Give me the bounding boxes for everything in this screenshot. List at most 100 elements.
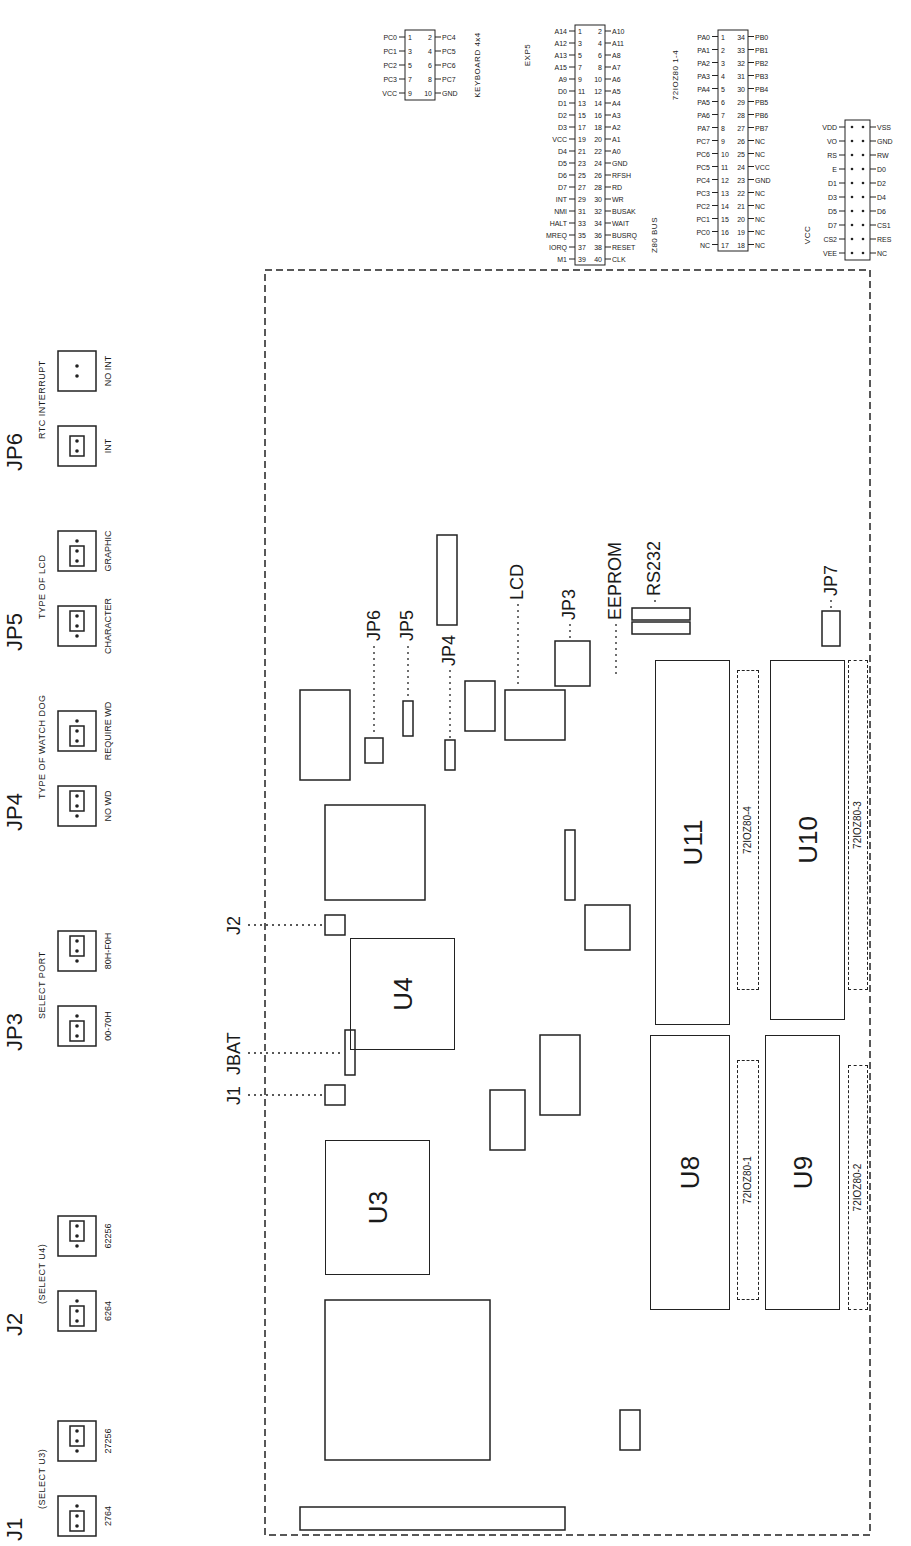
signal-name: PC3 [696, 189, 710, 196]
pin-dot [851, 196, 854, 199]
header-title: Z80 BUS [651, 217, 659, 253]
signal-name: VSS [877, 124, 891, 131]
leader-line [248, 1052, 342, 1053]
signal-name: PB6 [755, 111, 768, 118]
signal-name: A6 [612, 76, 621, 83]
chip-box: U4 [350, 938, 455, 1050]
signal-name: D6 [558, 172, 567, 179]
signal-name: RW [877, 152, 889, 159]
signal-name: A12 [555, 40, 567, 47]
jumper-shunt [70, 546, 84, 566]
signal-name: D2 [877, 180, 886, 187]
chip-outline [620, 1410, 640, 1450]
pin-dot [851, 238, 854, 241]
pin-wire [605, 103, 611, 104]
signal-name: RESET [612, 244, 635, 251]
pin-number: 2 [428, 34, 432, 41]
chip-label: U9 [790, 1156, 816, 1189]
signal-name: VCC [552, 136, 567, 143]
pin-wire [748, 36, 754, 37]
signal-name: PC7 [442, 76, 456, 83]
pin-number: 7 [578, 64, 582, 71]
pin-dot [851, 126, 854, 129]
pin-number: 28 [594, 184, 602, 191]
pin-number: 4 [721, 72, 725, 79]
pin-dot [862, 126, 865, 129]
pin-wire [399, 65, 405, 66]
pin-number: 34 [594, 220, 602, 227]
pin-number: 28 [737, 111, 745, 118]
signal-name: A7 [612, 64, 621, 71]
pin-number: 15 [578, 112, 586, 119]
jumper-outline [58, 786, 96, 826]
jumper-caption: (SELECT U4) [38, 1244, 47, 1304]
jumper-outline [58, 1216, 96, 1256]
pinout-group [399, 25, 876, 265]
pin-wire [435, 79, 441, 80]
pin-number: 32 [594, 208, 602, 215]
leader-line [830, 600, 831, 609]
pin-wire [605, 43, 611, 44]
pin-number: 21 [578, 148, 586, 155]
jumper-pin [75, 1429, 79, 1433]
signal-name: PC6 [696, 150, 710, 157]
jumper-caption: TYPE OF LCD [38, 554, 47, 619]
pin-wire [870, 253, 876, 254]
jumper-pin [75, 1514, 79, 1518]
jumper-shunt [70, 436, 84, 456]
signal-name: PA0 [697, 33, 710, 40]
pin-wire [569, 91, 575, 92]
pin-number: 6 [721, 98, 725, 105]
jumper-outline [58, 351, 96, 391]
pin-number: 9 [578, 76, 582, 83]
signal-name: CLK [612, 256, 626, 263]
pin-dot [851, 224, 854, 227]
header-outline [845, 120, 870, 260]
signal-name: D5 [558, 160, 567, 167]
jumper-pin [75, 804, 79, 808]
jumper-outline [555, 641, 590, 686]
jumper-pin [75, 614, 79, 618]
pin-number: 36 [594, 232, 602, 239]
signal-name: D0 [558, 88, 567, 95]
jumper-pin [75, 719, 79, 723]
signal-name: PA1 [697, 46, 710, 53]
connector-label: 72IOZ80-2 [853, 1164, 863, 1212]
pin-dot [862, 252, 865, 255]
pin-wire [870, 225, 876, 226]
signal-name: GND [442, 90, 458, 97]
jumper-pin [75, 1234, 79, 1238]
pin-number: 20 [594, 136, 602, 143]
pin-wire [569, 223, 575, 224]
pin-wire [435, 51, 441, 52]
pin-wire [399, 93, 405, 94]
header-outline [405, 30, 435, 100]
pin-number: 25 [737, 150, 745, 157]
pin-wire [569, 151, 575, 152]
pin-number: 27 [737, 124, 745, 131]
pin-number: 24 [594, 160, 602, 167]
signal-name: NMI [554, 208, 567, 215]
pin-wire [712, 114, 718, 115]
pin-wire [870, 127, 876, 128]
jumper-caption: SELECT PORT [38, 951, 47, 1019]
pin-wire [605, 187, 611, 188]
pin-number: 5 [408, 62, 412, 69]
pin-number: 23 [578, 160, 586, 167]
callout-label: RS232 [645, 541, 663, 596]
pin-wire [399, 37, 405, 38]
pin-wire [712, 127, 718, 128]
pin-number: 9 [408, 90, 412, 97]
chip-label: U10 [795, 816, 821, 864]
signal-name: NC [755, 215, 765, 222]
signal-name: D2 [558, 112, 567, 119]
pin-wire [399, 51, 405, 52]
jumper-pin [75, 539, 79, 543]
pin-wire [748, 62, 754, 63]
pin-wire [748, 101, 754, 102]
pin-wire [748, 192, 754, 193]
pin-wire [569, 187, 575, 188]
callout-label: JP7 [822, 565, 840, 596]
chip-outline [300, 690, 350, 780]
